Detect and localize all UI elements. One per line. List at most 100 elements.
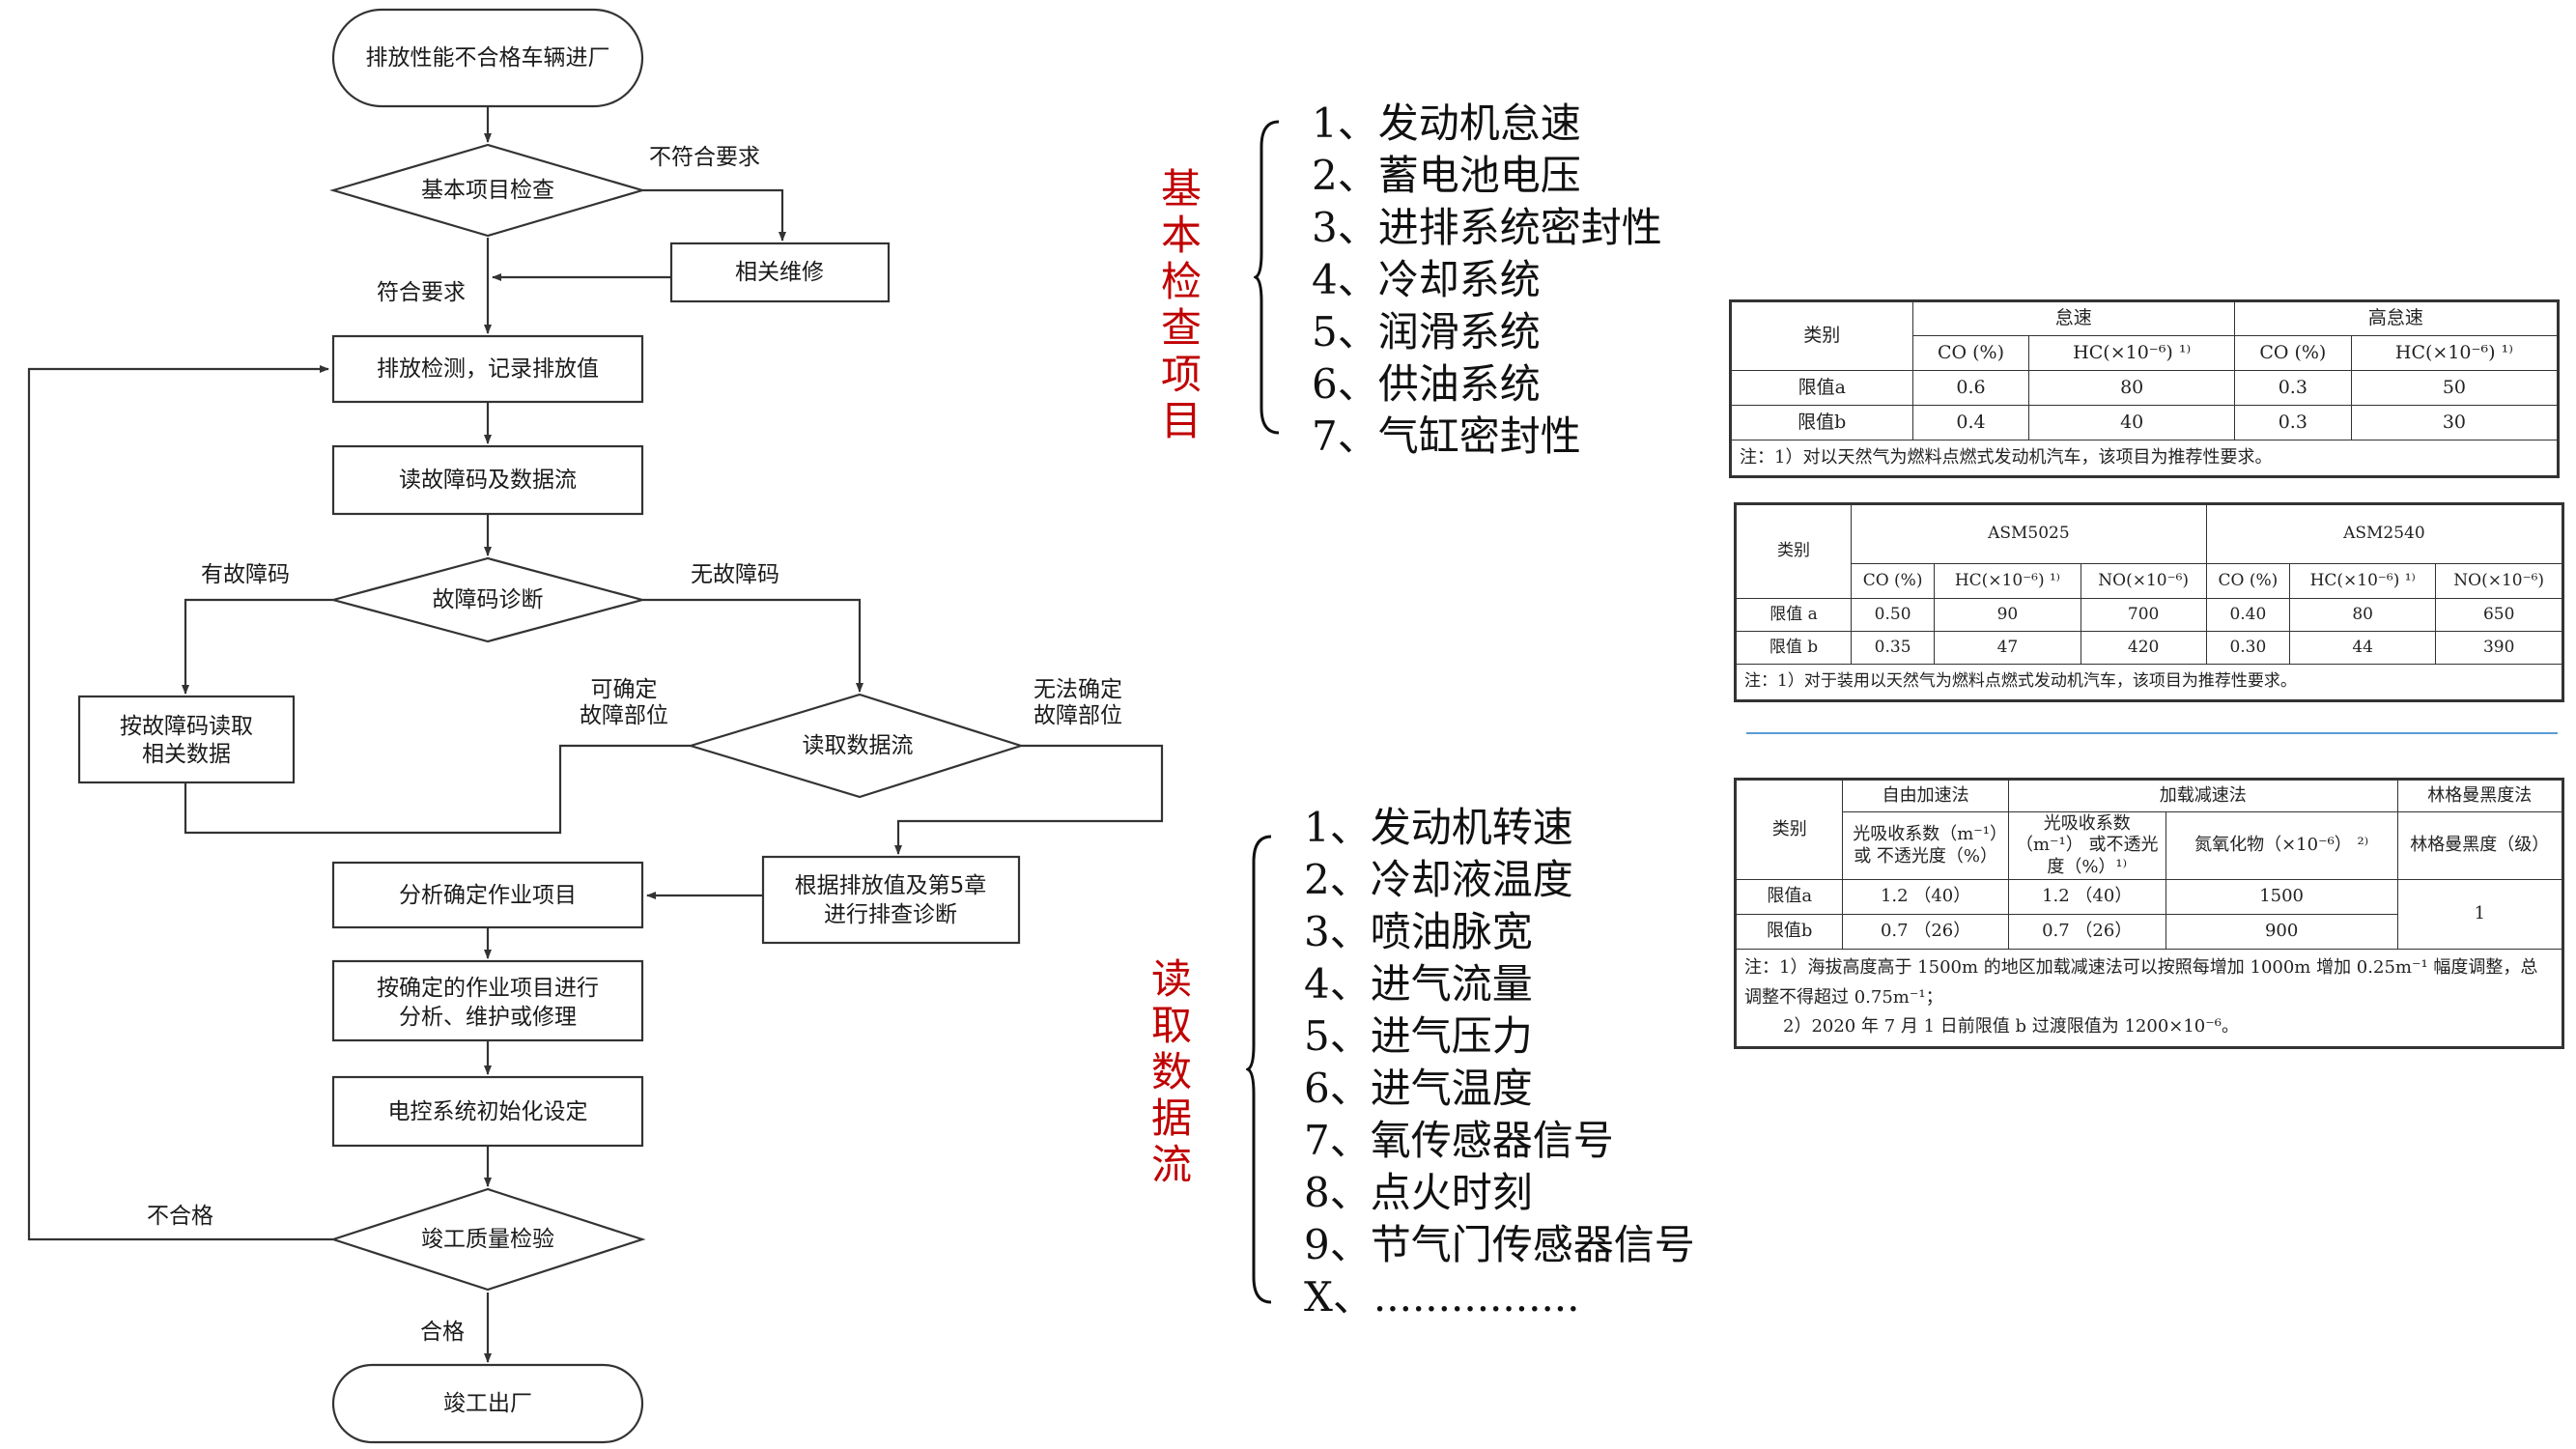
svg-text:竣工质量检验: 竣工质量检验 xyxy=(421,1227,554,1252)
table-header: HC(×10⁻⁶) ¹⁾ xyxy=(2288,563,2437,599)
table-cell: 1500 xyxy=(2165,879,2398,915)
init-box: 电控系统初始化设定 xyxy=(331,1075,644,1148)
table-header: 林格曼黑度法 xyxy=(2396,779,2564,812)
basic-item: 5、润滑系统 xyxy=(1312,308,1541,355)
exit-node: 竣工出厂 xyxy=(331,1363,644,1444)
table-cell: 0.7 （26） xyxy=(1842,914,2009,950)
by-code-box: 按故障码读取 相关数据 xyxy=(77,695,296,784)
vertical-title-char: 据 xyxy=(1150,1094,1192,1142)
svg-text:读故障码及数据流: 读故障码及数据流 xyxy=(399,468,577,493)
table-cell: 90 xyxy=(1934,598,2081,632)
table-note: 注：1）对于装用以天然气为燃料点燃式发动机汽车，该项目为推荐性要求。 xyxy=(1735,664,2563,701)
table-cell: 0.3 xyxy=(2233,405,2352,440)
table-cell: 80 xyxy=(2288,598,2437,632)
table-note-line: 2）2020 年 7 月 1 日前限值 b 过渡限值为 1200×10⁻⁶。 xyxy=(1783,1016,2239,1037)
svg-text:分析确定作业项目: 分析确定作业项目 xyxy=(399,883,577,908)
basic-item: 3、进排系统密封性 xyxy=(1312,204,1662,251)
table-header: NO(×10⁻⁶) xyxy=(2080,563,2207,599)
table-cell: 限值a xyxy=(1734,879,1844,915)
read-stream-decision: 读取数据流 xyxy=(687,693,1025,799)
table-header: 高怠速 xyxy=(2233,300,2560,336)
svg-text:基本项目检查: 基本项目检查 xyxy=(421,178,554,203)
vertical-title-char: 本 xyxy=(1160,212,1202,259)
label-not-ok: 不符合要求 xyxy=(649,145,760,170)
table-cell: 0.30 xyxy=(2205,631,2291,665)
svg-text:按故障码读取: 按故障码读取 xyxy=(120,714,253,739)
basic-items-brace xyxy=(1254,120,1280,435)
stream-item: 7、氧传感器信号 xyxy=(1304,1117,1614,1164)
table-header: CO (%) xyxy=(2205,563,2291,599)
data-stream-title: 读取数据流 xyxy=(1149,956,1194,1188)
vertical-title-char: 查 xyxy=(1160,304,1202,352)
basic-items-list: 1、发动机怠速 2、蓄电池电压 3、进排系统密封性 4、冷却系统 5、润滑系统 … xyxy=(1312,98,1662,463)
table-header: ASM5025 xyxy=(1850,503,2207,564)
vertical-title-char: 目 xyxy=(1160,397,1202,444)
svg-text:排放检测，记录排放值: 排放检测，记录排放值 xyxy=(377,356,599,382)
label-cannot-locate-2: 故障部位 xyxy=(1033,703,1122,728)
table-cell: 限值 b xyxy=(1735,631,1852,665)
svg-text:电控系统初始化设定: 电控系统初始化设定 xyxy=(388,1099,588,1124)
table-cell: 44 xyxy=(2288,631,2437,665)
table-cell: 0.40 xyxy=(2205,598,2291,632)
vertical-title-char: 检 xyxy=(1160,258,1202,305)
table-header: HC(×10⁻⁶) ¹⁾ xyxy=(2028,335,2235,371)
repair-box: 相关维修 xyxy=(669,242,891,303)
svg-text:故障码诊断: 故障码诊断 xyxy=(433,587,544,612)
code-diagnosis-decision: 故障码诊断 xyxy=(328,556,647,643)
data-stream-brace xyxy=(1246,835,1272,1304)
table-header: 光吸收系数（m⁻¹） 或不透光度（%）¹⁾ xyxy=(2007,811,2166,880)
svg-text:分析、维护或修理: 分析、维护或修理 xyxy=(399,1005,577,1030)
stream-item: 3、喷油脉宽 xyxy=(1304,908,1533,955)
table-row: 限值 b 0.35 47 420 0.30 44 390 xyxy=(1735,631,2563,665)
table-cell: 700 xyxy=(2080,598,2207,632)
vertical-title-char: 取 xyxy=(1150,1002,1192,1049)
divider-line xyxy=(1746,732,2558,734)
basic-item: 7、气缸密封性 xyxy=(1312,412,1581,460)
stream-item: 2、冷却液温度 xyxy=(1304,856,1573,903)
table-cell: 限值a xyxy=(1730,370,1913,406)
svg-text:相关数据: 相关数据 xyxy=(142,742,231,767)
table-row: 限值 a 0.50 90 700 0.40 80 650 xyxy=(1735,598,2563,632)
table-cell: 80 xyxy=(2028,370,2235,406)
label-has-code: 有故障码 xyxy=(201,562,290,587)
label-ok: 符合要求 xyxy=(377,280,466,305)
table-cell: 650 xyxy=(2435,598,2563,632)
table-header: 自由加速法 xyxy=(1842,779,2009,812)
table-cell: 1 xyxy=(2396,879,2564,950)
table-cell: 0.6 xyxy=(1911,370,2030,406)
stream-item: 8、点火时刻 xyxy=(1304,1169,1533,1216)
table-note: 注：1）对以天然气为燃料点燃式发动机汽车，该项目为推荐性要求。 xyxy=(1730,440,2559,477)
stream-item: 4、进气流量 xyxy=(1304,960,1533,1008)
table-cell: 0.3 xyxy=(2233,370,2352,406)
vertical-title-char: 流 xyxy=(1150,1141,1192,1188)
table-header: 类别 xyxy=(1735,503,1852,599)
flowchart: 排放性能不合格车辆进厂 基本项目检查 相关维修 排放检测，记录排放值 读故障码及… xyxy=(27,8,1164,1444)
table-cell: 900 xyxy=(2165,914,2398,950)
svg-text:相关维修: 相关维修 xyxy=(735,260,824,285)
table-row: 限值b 0.4 40 0.3 30 xyxy=(1730,405,2560,440)
table-cell: 50 xyxy=(2350,370,2560,406)
table-header: CO (%) xyxy=(1850,563,1936,599)
table-cell: 限值b xyxy=(1730,405,1913,440)
basic-item: 1、发动机怠速 xyxy=(1312,99,1581,147)
start-node: 排放性能不合格车辆进厂 xyxy=(331,8,644,108)
idle-limits-table: 类别 怠速 高怠速 CO (%) HC(×10⁻⁶) ¹⁾ CO (%) HC(… xyxy=(1729,299,2560,478)
final-check-decision: 竣工质量检验 xyxy=(329,1187,646,1292)
table-header: HC(×10⁻⁶) ¹⁾ xyxy=(1934,563,2081,599)
table-note-line: 注：1）海拔高度高于 1500m 的地区加载减速法可以按照每增加 1000m 增… xyxy=(1744,957,2538,1008)
basic-check-decision: 基本项目检查 xyxy=(329,143,646,238)
label-pass: 合格 xyxy=(420,1320,465,1345)
svg-text:按确定的作业项目进行: 按确定的作业项目进行 xyxy=(377,976,599,1001)
table-header: CO (%) xyxy=(1911,335,2030,371)
table-header: HC(×10⁻⁶) ¹⁾ xyxy=(2350,335,2560,371)
table-cell: 40 xyxy=(2028,405,2235,440)
emission-test-box: 排放检测，记录排放值 xyxy=(331,334,644,404)
svg-text:读取数据流: 读取数据流 xyxy=(803,733,914,758)
table-cell: 限值 a xyxy=(1735,598,1852,632)
basic-item: 4、冷却系统 xyxy=(1312,256,1541,303)
stream-item: 5、进气压力 xyxy=(1304,1012,1533,1060)
table-header: 加载减速法 xyxy=(2007,779,2398,812)
analyze-box: 分析确定作业项目 xyxy=(331,861,644,929)
table-cell: 0.7 （26） xyxy=(2007,914,2166,950)
table-header: CO (%) xyxy=(2233,335,2352,371)
